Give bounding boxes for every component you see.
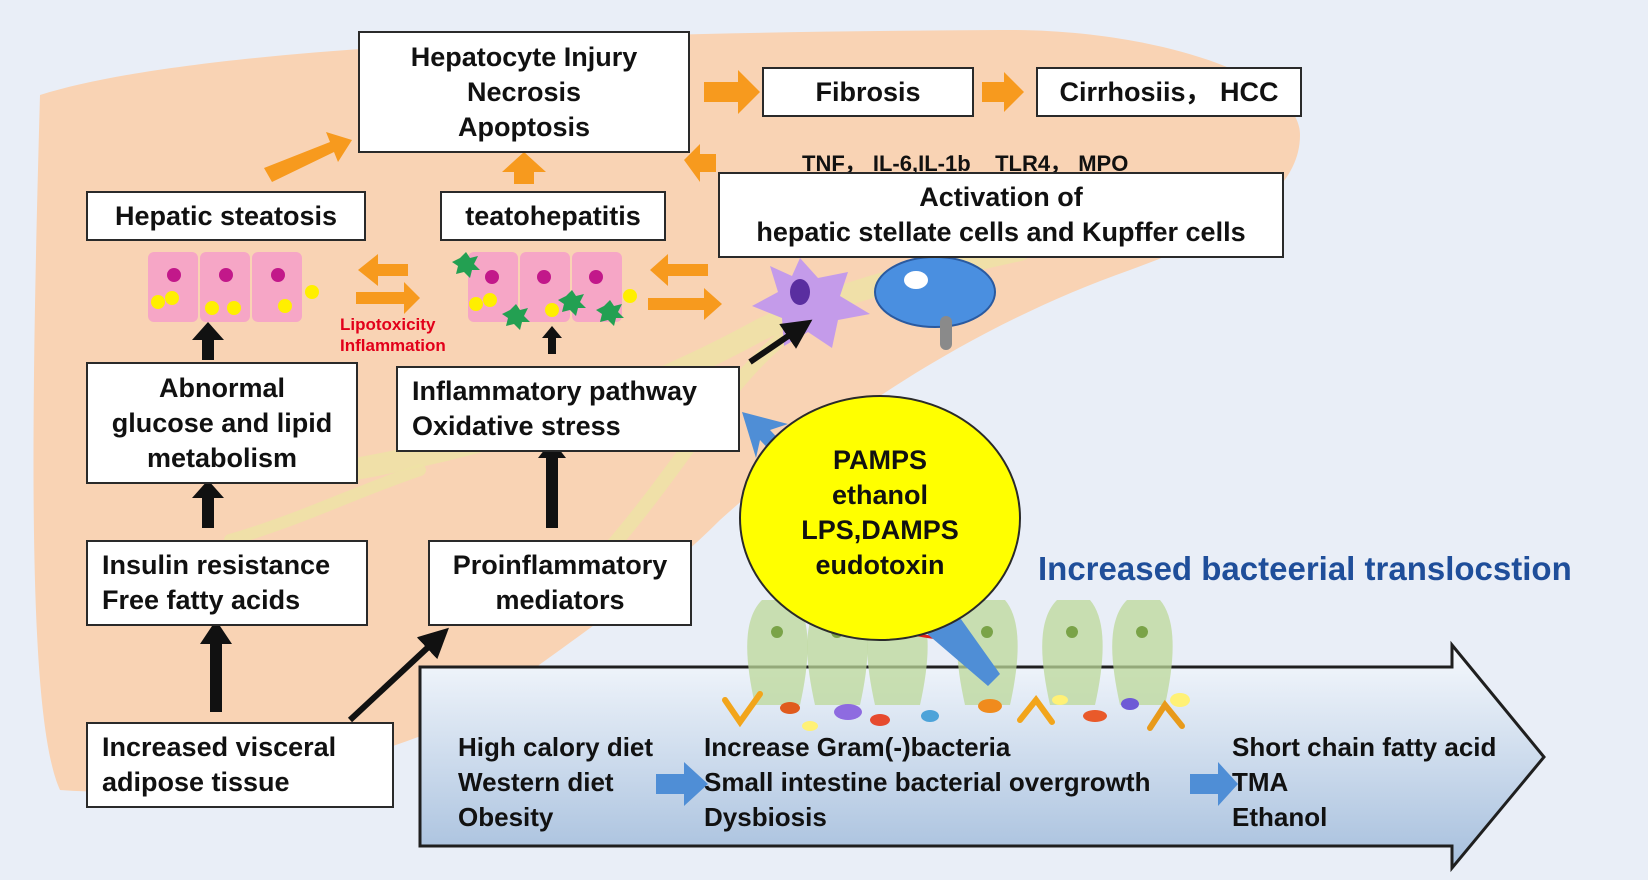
pathogen-list: PAMPS ethanol LPS,DAMPS eudotoxin	[740, 443, 1020, 583]
mediators-line: mediators	[495, 585, 625, 615]
bacteria-item: Small intestine bacterial overgrowth	[704, 767, 1151, 797]
injury-line: Apoptosis	[458, 111, 590, 142]
activation-line: hepatic stellate cells and Kupffer cells	[756, 217, 1246, 247]
gut-bacteria	[722, 691, 1190, 731]
hepatocyte-injury-lines: Hepatocyte Injury Necrosis Apoptosis	[411, 40, 638, 145]
orange-arrows	[264, 70, 1024, 320]
cytokines-label: TNF， IL-6,IL-1b TLR4， MPO	[802, 151, 1129, 176]
mediators-line: Proinflammatory	[452, 550, 668, 580]
proinflammatory-mediators-box: Proinflammatory mediators	[428, 540, 692, 626]
steatosis-label: Hepatic steatosis	[114, 200, 338, 231]
lipotoxicity-line: Lipotoxicity	[340, 315, 436, 334]
diet-list: High calory diet Western diet Obesity	[458, 730, 653, 835]
injury-line: Necrosis	[466, 76, 582, 107]
translocation-title: Increased bacteerial translocstion	[1038, 550, 1572, 587]
injury-line: Hepatocyte Injury	[410, 41, 638, 72]
insulin-line: Free fatty acids	[102, 585, 301, 615]
visceral-line: adipose tissue	[102, 767, 290, 797]
insulin-resistance-box: Insulin resistance Free fatty acids	[86, 540, 368, 626]
metabolism-lines: Abnormal glucose and lipid metabolism	[112, 371, 333, 476]
fibrosis-box: Fibrosis	[762, 67, 974, 117]
metabolism-line: metabolism	[146, 442, 298, 473]
metabolism-line: Abnormal	[158, 372, 285, 403]
metabolite-item: Short chain fatty acid	[1232, 732, 1497, 762]
pathogen-ellipse	[739, 395, 1021, 641]
kupffer-cell	[874, 256, 996, 328]
visceral-line: Increased visceral	[102, 732, 337, 762]
steatohepatitis-label: teatohepatitis	[465, 200, 641, 231]
gut-arrow-shape	[418, 640, 1546, 873]
insulin-line: Insulin resistance	[102, 550, 331, 580]
hepatocytes-normal	[148, 252, 319, 322]
lipotoxicity-line: Inflammation	[340, 336, 446, 355]
diet-item: Western diet	[458, 767, 614, 797]
diet-item: High calory diet	[458, 732, 654, 762]
bacteria-item: Increase Gram(-)bacteria	[704, 732, 1011, 762]
hepatic-steatosis-box: Hepatic steatosis	[86, 191, 366, 241]
hepatocyte-injury-box: Hepatocyte Injury Necrosis Apoptosis	[358, 31, 690, 153]
inflammatory-line: Oxidative stress	[412, 411, 621, 441]
inflammatory-lines: Inflammatory pathway Oxidative stress	[412, 374, 697, 444]
pathogen-item: ethanol	[831, 480, 928, 510]
metabolism-line: glucose and lipid	[111, 407, 333, 438]
inflammatory-line: Inflammatory pathway	[412, 376, 698, 406]
black-arrows	[192, 319, 813, 723]
inflammatory-pathway-box: Inflammatory pathway Oxidative stress	[396, 366, 740, 452]
mediators-lines: Proinflammatory mediators	[453, 548, 668, 618]
stellate-cell	[752, 258, 870, 348]
visceral-adipose-box: Increased visceral adipose tissue	[86, 722, 394, 808]
bacteria-item: Dysbiosis	[704, 802, 827, 832]
activation-line: Activation of	[919, 182, 1083, 212]
activation-box: Activation of hepatic stellate cells and…	[718, 172, 1284, 258]
cirrhosis-label: Cirrhosiis， HCC	[1059, 76, 1279, 107]
fibrosis-label: Fibrosis	[815, 76, 921, 107]
pathogen-item: eudotoxin	[815, 550, 945, 580]
cirrhosis-box: Cirrhosiis， HCC	[1036, 67, 1302, 117]
diet-item: Obesity	[458, 802, 554, 832]
metabolites-list: Short chain fatty acid TMA Ethanol	[1232, 730, 1496, 835]
bacteria-list: Increase Gram(-)bacteria Small intestine…	[704, 730, 1150, 835]
metabolite-item: Ethanol	[1232, 802, 1328, 832]
visceral-lines: Increased visceral adipose tissue	[102, 730, 336, 800]
metabolism-box: Abnormal glucose and lipid metabolism	[86, 362, 358, 484]
metabolite-item: TMA	[1232, 767, 1289, 797]
steatohepatitis-box: teatohepatitis	[440, 191, 666, 241]
hepatocytes-inflamed	[452, 252, 637, 330]
insulin-lines: Insulin resistance Free fatty acids	[102, 548, 330, 618]
liver-vessel	[224, 464, 426, 546]
pathogen-item: PAMPS	[832, 445, 927, 475]
lipotoxicity-label: Lipotoxicity Inflammation	[340, 314, 446, 356]
activation-lines: Activation of hepatic stellate cells and…	[756, 180, 1245, 250]
pathogen-item: LPS,DAMPS	[801, 515, 959, 545]
